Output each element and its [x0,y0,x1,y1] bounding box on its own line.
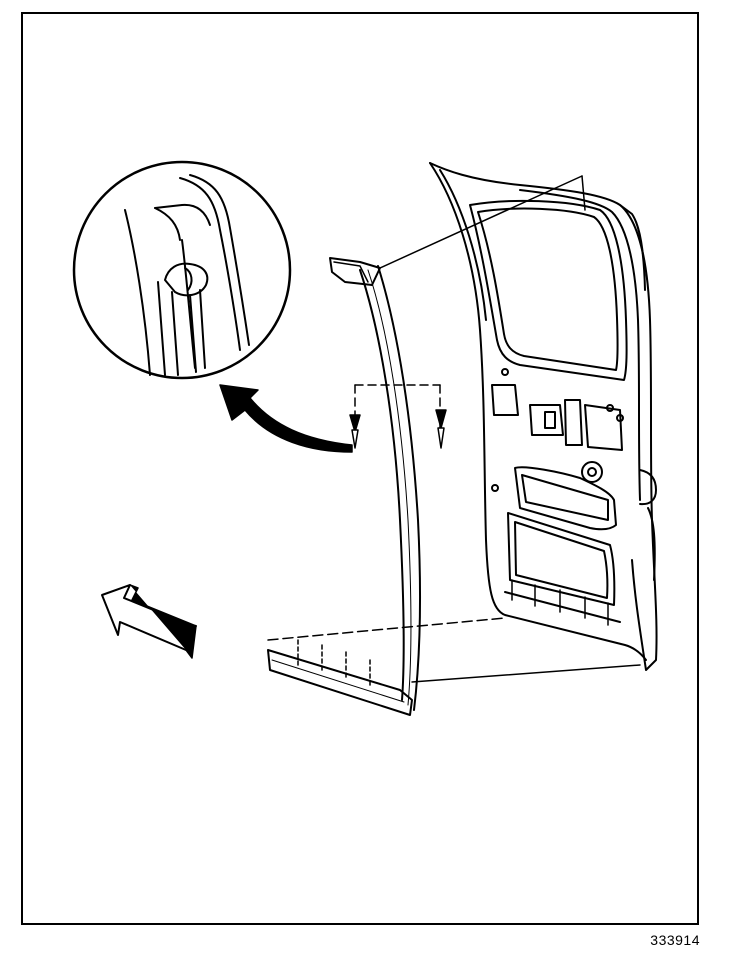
weatherstrip-seal [267,257,422,716]
forward-arrow-icon [101,584,197,659]
door-window [469,199,628,381]
clip-down-arrows [349,409,447,449]
door-panel-lower [507,512,616,606]
curved-arrow-icon [219,384,353,453]
magnifier-circle-icon [72,160,292,380]
leader-lines [267,175,641,683]
rear-door [429,162,658,671]
door-panel-middle [514,466,617,531]
door-latch [491,384,519,416]
figure-frame [21,12,699,925]
figure-id-label: 333914 [650,932,700,948]
